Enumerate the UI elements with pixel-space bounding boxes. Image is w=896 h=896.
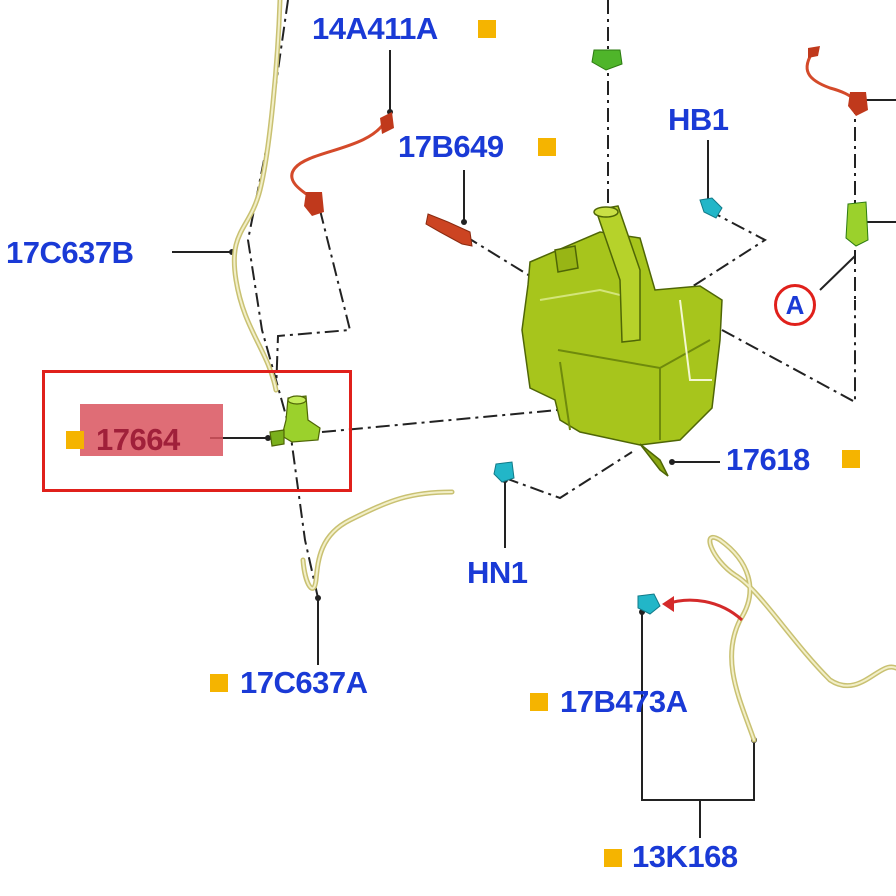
label-17c637a[interactable]: 17C637A: [240, 665, 368, 700]
label-17664[interactable]: 17664: [96, 422, 180, 457]
square-marker-icon: [530, 693, 548, 711]
square-marker-icon: [66, 431, 84, 449]
view-reference-a[interactable]: A: [774, 284, 816, 326]
label-17b473a[interactable]: 17B473A: [560, 684, 688, 719]
washer-reservoir: [521, 205, 723, 477]
label-hb1[interactable]: HB1: [668, 102, 729, 137]
routing-line-17b649: [464, 235, 531, 277]
label-14a411a[interactable]: 14A411A: [312, 11, 438, 46]
highlight-box-17664: [42, 370, 352, 492]
highlight-fill-17664: [80, 404, 223, 456]
label-17c637b[interactable]: 17C637B: [6, 235, 134, 270]
washer-pump: [269, 395, 321, 447]
label-13k168[interactable]: 13K168: [632, 839, 738, 874]
square-marker-icon: [538, 138, 556, 156]
hose-17c637b: [231, 0, 283, 393]
label-17618[interactable]: 17618: [726, 442, 810, 477]
clip-green: [591, 49, 869, 247]
square-marker-icon: [478, 20, 496, 38]
hose-13k168-top: [707, 535, 896, 689]
square-marker-icon: [210, 674, 228, 692]
square-marker-icon: [604, 849, 622, 867]
arrow-red: [665, 598, 744, 622]
pipe-14a411a: [290, 112, 394, 216]
part-top-right: [805, 46, 868, 116]
routing-line-left: [246, 0, 319, 599]
label-17b649[interactable]: 17B649: [398, 129, 504, 164]
routing-line-hb1: [689, 209, 767, 289]
part-17b649: [425, 213, 473, 247]
routing-line-a: [721, 300, 856, 404]
routing-line-pipe: [275, 209, 352, 393]
routing-line-hn1: [504, 451, 633, 500]
clip-cyan: [493, 197, 723, 615]
label-hn1[interactable]: HN1: [467, 555, 528, 590]
view-reference-letter: A: [785, 289, 805, 320]
routing-line-pump: [321, 409, 559, 433]
square-marker-icon: [842, 450, 860, 468]
